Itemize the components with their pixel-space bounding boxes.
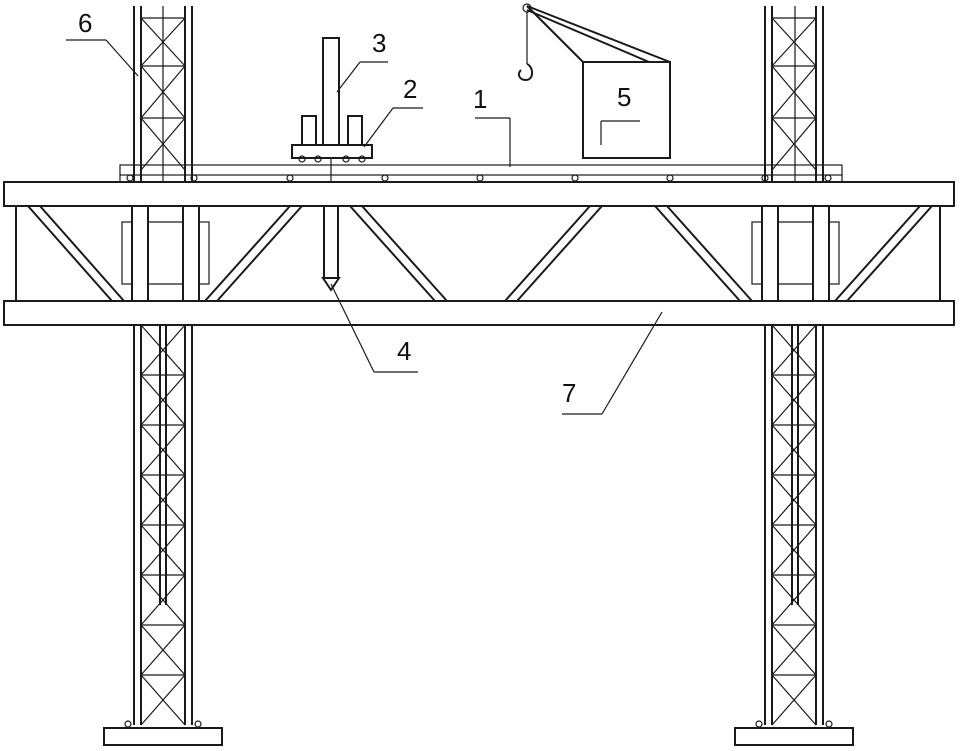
callout-4: 4: [397, 336, 411, 366]
leader-lines: [66, 39, 663, 415]
callout-5: 5: [617, 82, 631, 112]
callout-6: 6: [78, 8, 92, 38]
truss-web: [27, 205, 933, 302]
hook-icon: [517, 63, 534, 82]
callout-2: 2: [403, 74, 417, 104]
top-rail: [119, 164, 843, 182]
drill-mast: [322, 37, 340, 146]
right-tower: [734, 6, 854, 746]
left-tower: [103, 6, 223, 746]
callout-1: 1: [473, 84, 487, 114]
rail-bolts: [126, 174, 832, 182]
drill-trolley: [291, 115, 373, 163]
hoist-unit: [517, 3, 671, 159]
callout-labels: 6 3 2 1 5 4 7: [78, 8, 631, 408]
callout-7: 7: [562, 378, 576, 408]
main-girder: [3, 181, 955, 326]
callout-3: 3: [372, 28, 386, 58]
drill-rod: [321, 158, 341, 292]
